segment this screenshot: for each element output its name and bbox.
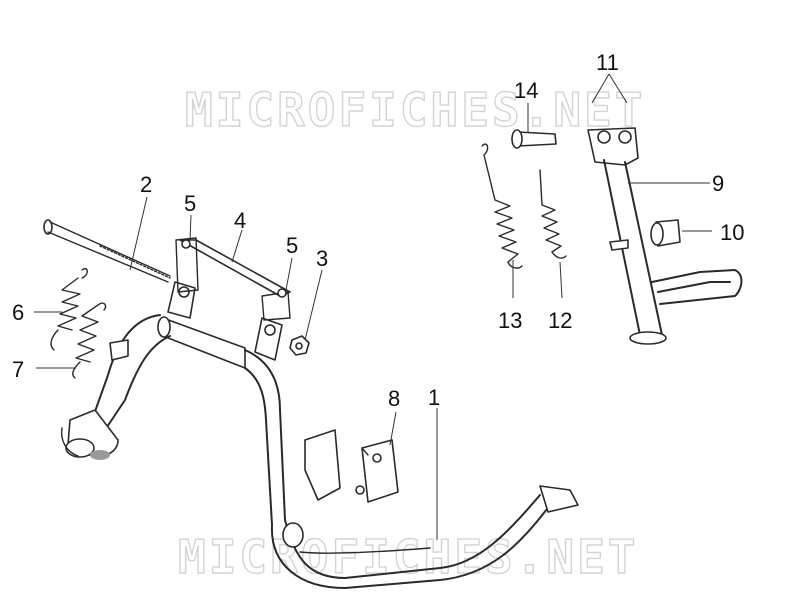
callout-12: 12 — [548, 308, 572, 333]
callout-4: 4 — [234, 208, 246, 233]
callout-1: 1 — [428, 385, 440, 410]
callout-6: 6 — [12, 300, 24, 325]
callout-8: 8 — [388, 386, 400, 411]
springs-left-drawing — [50, 268, 107, 379]
leader-lines — [34, 73, 712, 540]
pin-and-washers-drawing — [175, 237, 291, 321]
callout-5b: 5 — [286, 233, 298, 258]
nut-drawing — [289, 335, 310, 356]
springs-right-drawing — [481, 143, 567, 269]
callout-5a: 5 — [184, 191, 196, 216]
callout-10: 10 — [720, 220, 744, 245]
rubber-stop-drawing — [355, 439, 399, 503]
callout-14: 14 — [514, 78, 538, 103]
callout-3: 3 — [316, 246, 328, 271]
watermark-bottom: MICROFICHES.NET — [178, 530, 638, 584]
callout-11: 11 — [596, 50, 619, 75]
pivot-bolt-drawing — [43, 219, 171, 283]
callout-7: 7 — [12, 357, 24, 382]
watermark-top: MICROFICHES.NET — [185, 83, 645, 137]
callout-13: 13 — [498, 308, 522, 333]
side-stand-drawing — [511, 127, 743, 345]
callout-9: 9 — [712, 171, 724, 196]
callout-2: 2 — [140, 172, 152, 197]
center-stand-drawing — [60, 281, 579, 589]
